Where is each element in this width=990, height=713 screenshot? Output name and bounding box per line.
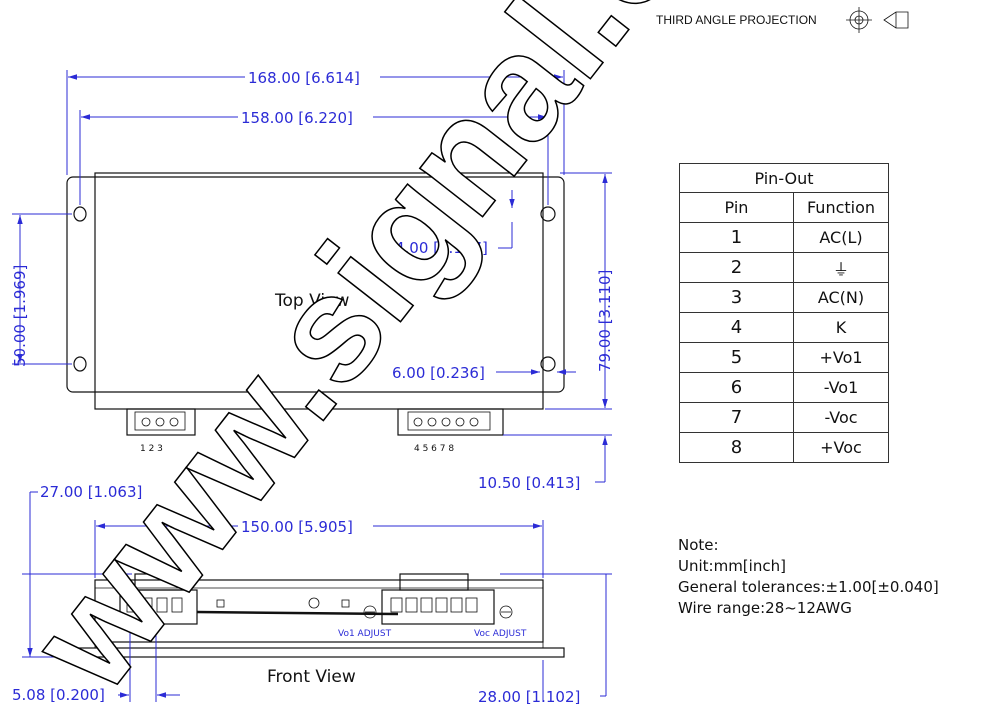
pinout-header-function: Function (793, 192, 889, 223)
front-view-body (94, 579, 544, 643)
terminal-right-numbers: 4 5 6 7 8 (414, 444, 454, 454)
dim-hole-offset-h: 6.00 [0.236] (392, 364, 485, 382)
table-row: 6 -Vo1 (679, 372, 889, 403)
pinout-table: Pin-Out Pin Function 1 AC(L) 2 ⏚ 3 AC(N)… (679, 163, 889, 463)
top-view-label: Top View (274, 291, 350, 311)
table-row: 5 +Vo1 (679, 342, 889, 373)
notes-title: Note: (678, 536, 719, 554)
dim-overall-width: 168.00 [6.614] (248, 69, 360, 87)
pinout-title: Pin-Out (679, 163, 889, 193)
projection-cone-icon (883, 11, 909, 29)
pin-function: AC(L) (793, 222, 889, 253)
table-row: 2 ⏚ (679, 252, 889, 283)
pin-number: 5 (679, 342, 794, 373)
dim-front-height: 27.00 [1.063] (40, 483, 142, 501)
pin-number: 1 (679, 222, 794, 253)
vo1-adjust-pot-icon (363, 605, 377, 619)
front-connector-left (119, 573, 198, 625)
mounting-hole (540, 356, 556, 372)
pin-function: AC(N) (793, 282, 889, 313)
terminal-left-numbers: 1 2 3 (140, 444, 163, 454)
led-indicator (341, 599, 350, 608)
front-view-label: Front View (267, 667, 356, 687)
dim-front-width: 150.00 [5.905] (241, 518, 353, 536)
note-line: General tolerances:±1.00[±0.040] (678, 578, 939, 596)
pin-function: -Vo1 (793, 372, 889, 403)
front-view: Vo1 ADJUST Voc ADJUST Front View 27.00 [… (12, 483, 612, 706)
mounting-hole (73, 206, 87, 222)
pin-number: 7 (679, 402, 794, 433)
pin-function-ground-icon: ⏚ (793, 252, 889, 283)
terminal-block-right: 4 5 6 7 8 (397, 408, 504, 454)
vo1-adjust-label: Vo1 ADJUST (338, 629, 392, 639)
dim-body-height: 79.00 [3.110] (596, 270, 614, 372)
top-view-body (94, 172, 544, 410)
front-view-flange (66, 647, 565, 658)
pin-number: 4 (679, 312, 794, 343)
terminal-block-left: 1 2 3 (126, 408, 196, 454)
dim-pin-pitch: 5.08 [0.200] (12, 686, 105, 704)
table-row: 8 +Voc (679, 432, 889, 463)
pin-number: 2 (679, 252, 794, 283)
projection-symbol: THIRD ANGLE PROJECTION (656, 7, 909, 33)
dim-front-depth: 28.00 [1.102] (478, 688, 580, 706)
dim-hole-offset-v: 4.00 [0.157] (395, 239, 488, 257)
mounting-hole (73, 356, 87, 372)
dim-mount-height: 50.00 [1.969] (11, 265, 29, 367)
pin-number: 3 (679, 282, 794, 313)
note-line: Unit:mm[inch] (678, 557, 786, 575)
table-row: 1 AC(L) (679, 222, 889, 253)
voc-adjust-label: Voc ADJUST (474, 629, 527, 639)
pinout-header-pin: Pin (679, 192, 794, 223)
top-view: Top View 1 2 3 4 5 6 7 8 168.00 [6.614] (11, 68, 614, 492)
pin-number: 6 (679, 372, 794, 403)
projection-label: THIRD ANGLE PROJECTION (656, 13, 817, 27)
notes-block: Note: Unit:mm[inch] General tolerances:±… (678, 535, 939, 619)
led-indicator (216, 599, 225, 608)
voc-adjust-pot-icon (499, 605, 513, 619)
top-view-flange (66, 176, 565, 393)
front-connector-right (381, 573, 495, 625)
table-row: 7 -Voc (679, 402, 889, 433)
projection-circle-icon (846, 7, 872, 33)
pin-function: +Vo1 (793, 342, 889, 373)
pin-function: K (793, 312, 889, 343)
pin-number: 8 (679, 432, 794, 463)
table-row: 4 K (679, 312, 889, 343)
mounting-hole (540, 206, 556, 222)
dim-terminal-protrusion: 10.50 [0.413] (478, 474, 580, 492)
note-line: Wire range:28~12AWG (678, 599, 852, 617)
led-indicator (308, 597, 320, 609)
pin-function: -Voc (793, 402, 889, 433)
dim-hole-pitch: 158.00 [6.220] (241, 109, 353, 127)
table-row: 3 AC(N) (679, 282, 889, 313)
pin-function: +Voc (793, 432, 889, 463)
